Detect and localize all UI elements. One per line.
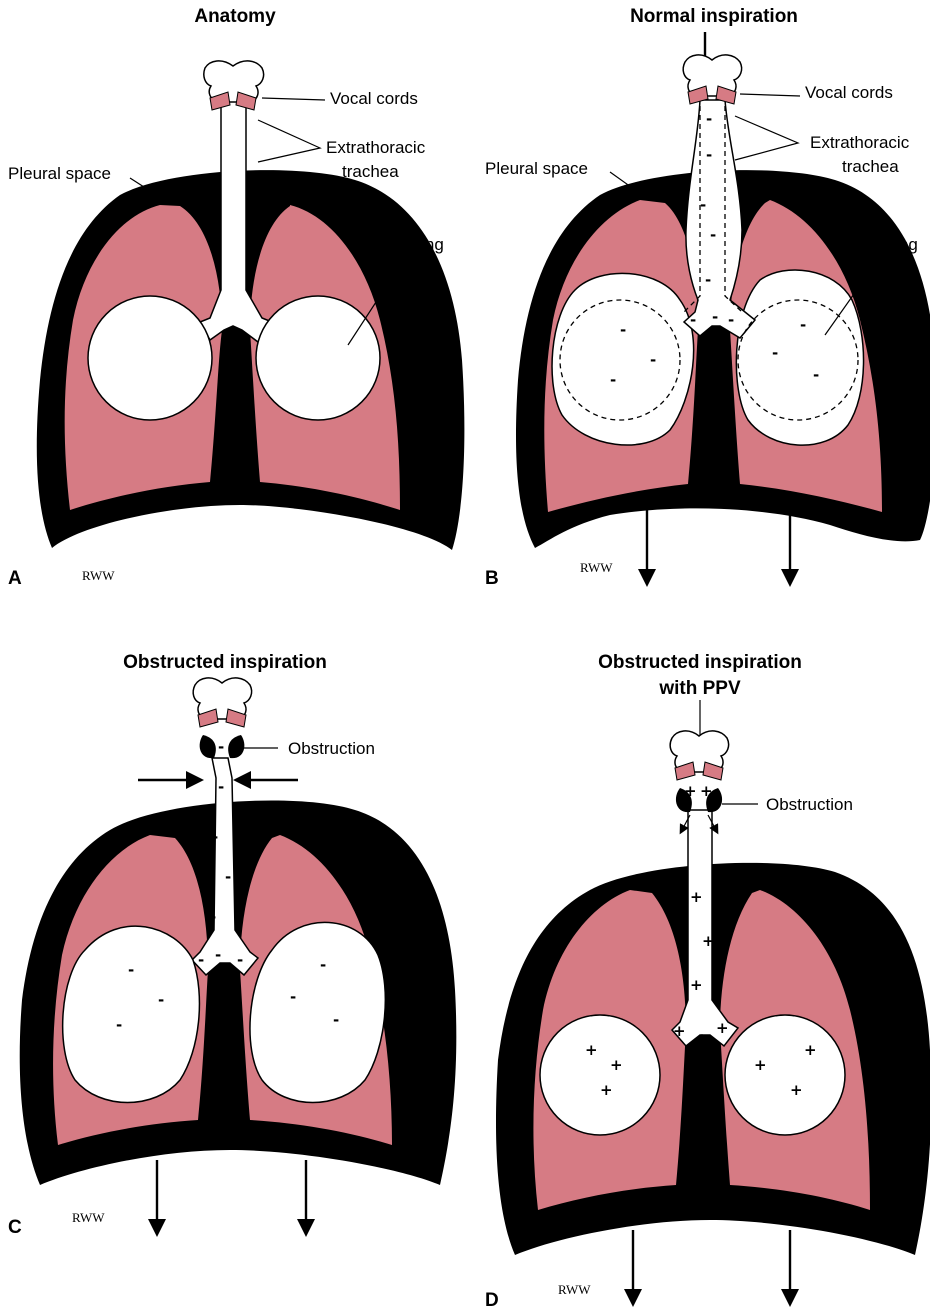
svg-text:-: - xyxy=(237,951,243,969)
svg-text:-: - xyxy=(320,956,326,974)
panel-b-letter: B xyxy=(485,568,499,589)
panel-b-larynx xyxy=(683,55,741,96)
panel-a-larynx xyxy=(204,61,264,102)
panel-a-extrathoracic-label: Extrathoracic xyxy=(326,138,426,157)
svg-text:-: - xyxy=(198,951,204,969)
panel-a-left-alveoli xyxy=(88,296,212,420)
panel-a-vocal-cords-label: Vocal cords xyxy=(330,89,418,108)
svg-text:+: + xyxy=(804,1041,817,1059)
panel-c-signature: RWW xyxy=(72,1210,105,1225)
panel-c-obstruction-left xyxy=(200,735,216,758)
svg-text:+: + xyxy=(610,1056,623,1074)
panel-b-right-alveoli xyxy=(736,270,863,445)
panel-c-title: Obstructed inspiration xyxy=(123,652,327,673)
svg-text:+: + xyxy=(600,1081,613,1099)
panel-d-larynx xyxy=(670,731,728,772)
panel-b-signature: RWW xyxy=(580,560,613,575)
svg-text:-: - xyxy=(210,908,216,926)
svg-text:-: - xyxy=(728,311,734,329)
panel-b: Normal inspiration Vocal cords Extrathor… xyxy=(485,6,930,589)
panel-c: Obstructed inspiration Obstruction - - -… xyxy=(8,652,456,1238)
panel-b-extrathoracic-label: Extrathoracic xyxy=(810,133,910,152)
svg-text:-: - xyxy=(712,308,718,326)
panel-b-left-alveoli xyxy=(552,273,694,445)
panel-b-title: Normal inspiration xyxy=(630,6,798,27)
panel-d-title-line1: Obstructed inspiration xyxy=(598,652,802,673)
svg-text:-: - xyxy=(690,311,696,329)
svg-text:-: - xyxy=(650,351,656,369)
svg-text:+: + xyxy=(684,782,697,800)
panel-a-trachea-label: trachea xyxy=(342,162,399,181)
svg-text:-: - xyxy=(116,1016,122,1034)
panel-d-obstruction-label: Obstruction xyxy=(766,795,853,814)
panel-a-lung-label: Lung xyxy=(406,235,444,254)
panel-d-title-line2: with PPV xyxy=(658,678,741,699)
panel-d-letter: D xyxy=(485,1290,499,1311)
svg-text:-: - xyxy=(800,316,806,334)
svg-text:-: - xyxy=(772,344,778,362)
svg-text:-: - xyxy=(610,371,616,389)
svg-text:-: - xyxy=(706,146,712,164)
panel-a-pleural-space-label: Pleural space xyxy=(8,164,111,183)
svg-text:-: - xyxy=(620,321,626,339)
svg-text:+: + xyxy=(690,976,703,994)
svg-text:-: - xyxy=(218,738,224,756)
svg-text:-: - xyxy=(710,226,716,244)
panel-d-left-alveoli xyxy=(540,1015,660,1135)
svg-text:-: - xyxy=(333,1011,339,1029)
svg-text:-: - xyxy=(706,110,712,128)
svg-text:-: - xyxy=(225,868,231,886)
svg-text:-: - xyxy=(215,946,221,964)
panel-a-signature: RWW xyxy=(82,568,115,583)
panel-c-obstruction-right xyxy=(228,735,244,758)
svg-text:-: - xyxy=(705,271,711,289)
svg-text:+: + xyxy=(790,1081,803,1099)
svg-text:-: - xyxy=(212,828,218,846)
panel-a-right-alveoli xyxy=(256,296,380,420)
svg-text:-: - xyxy=(700,196,706,214)
panel-c-obstruction-label: Obstruction xyxy=(288,739,375,758)
svg-text:+: + xyxy=(700,782,713,800)
panel-b-vocal-cords-label: Vocal cords xyxy=(805,83,893,102)
panel-d: Obstructed inspiration with PPV Obstruct… xyxy=(485,652,930,1311)
panel-a: Anatomy Vocal cords Extrathoracic trache… xyxy=(8,6,464,589)
svg-text:+: + xyxy=(690,888,703,906)
svg-text:-: - xyxy=(290,988,296,1006)
svg-text:+: + xyxy=(673,1022,686,1040)
panel-b-lung-label: Lung xyxy=(880,235,918,254)
svg-text:-: - xyxy=(128,961,134,979)
panel-c-letter: C xyxy=(8,1217,22,1238)
panel-b-trachea-label: trachea xyxy=(842,157,899,176)
svg-text:-: - xyxy=(218,778,224,796)
panel-c-left-alveoli xyxy=(63,926,200,1102)
panel-c-larynx xyxy=(193,678,251,719)
panel-a-letter: A xyxy=(8,568,22,589)
svg-text:+: + xyxy=(716,1019,729,1037)
svg-text:-: - xyxy=(813,366,819,384)
svg-text:+: + xyxy=(585,1041,598,1059)
panel-b-pleural-space-label: Pleural space xyxy=(485,159,588,178)
panel-d-signature: RWW xyxy=(558,1282,591,1297)
svg-text:-: - xyxy=(158,991,164,1009)
panel-a-title: Anatomy xyxy=(194,6,276,27)
panel-d-right-alveoli xyxy=(725,1015,845,1135)
svg-text:+: + xyxy=(702,932,715,950)
svg-text:+: + xyxy=(754,1056,767,1074)
